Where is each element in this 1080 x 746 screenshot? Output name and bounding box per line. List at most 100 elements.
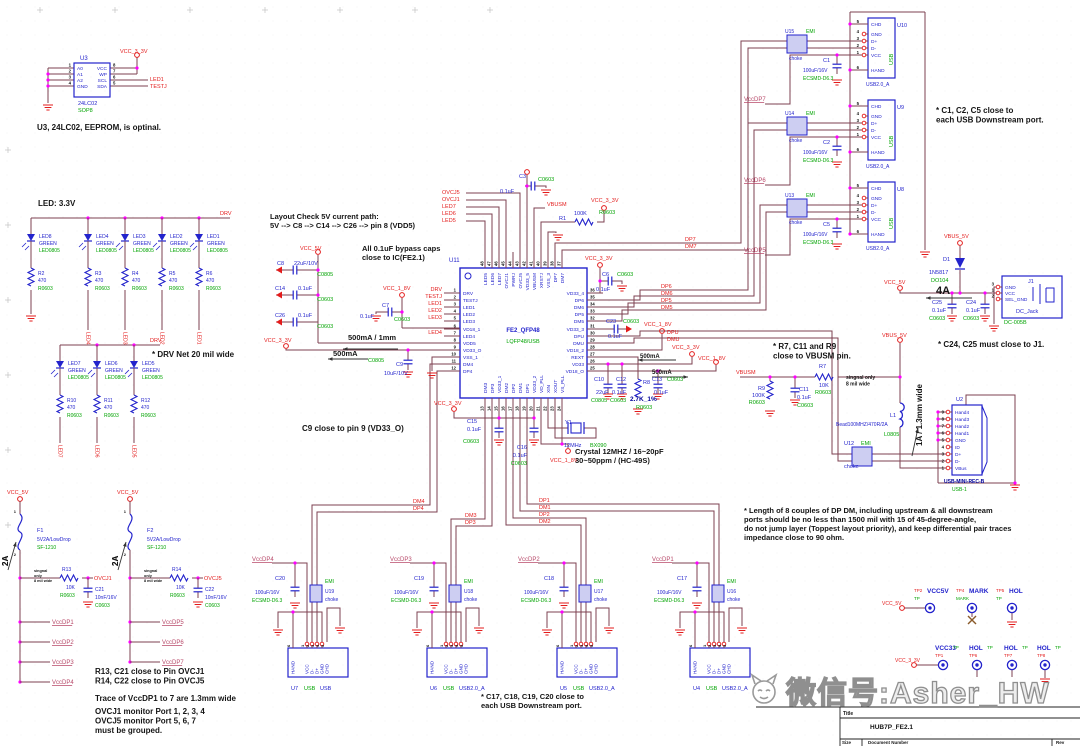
net-label: LED5 xyxy=(442,218,456,224)
footprint-label: C0603 xyxy=(610,398,626,404)
resistor-symbol xyxy=(574,217,594,227)
choke-type: EMI xyxy=(464,579,473,585)
part-label: 10uF/10V xyxy=(384,371,408,377)
pin-number: 32 xyxy=(590,316,595,321)
pin-number: 2 xyxy=(14,552,17,557)
pin-number: 6 xyxy=(555,644,560,647)
net-label: VCC_5V xyxy=(882,601,902,607)
pin-number: 6 xyxy=(688,644,693,647)
note-text: U3, 24LC02, EEPROM, is optinal. xyxy=(37,123,161,132)
testpoint-footprint: MARK xyxy=(956,596,969,601)
pin-name: VD_PLL xyxy=(539,375,545,393)
pin-number: 6 xyxy=(425,644,430,647)
pin-number: 4 xyxy=(315,644,320,647)
wire xyxy=(679,611,725,642)
part-label: 0.1uF xyxy=(654,390,669,396)
part-label: C11 xyxy=(799,387,809,393)
pin-name: D+ xyxy=(871,203,877,209)
pin-circle xyxy=(861,134,867,140)
pin-circle xyxy=(945,465,951,471)
res-refdes: R3 xyxy=(95,271,102,277)
junction-dot xyxy=(958,291,962,295)
wire xyxy=(618,280,623,284)
wire xyxy=(533,207,545,252)
arrow-head xyxy=(638,358,643,362)
part-label: C7 xyxy=(382,303,389,309)
pin-number: 1 xyxy=(857,214,860,219)
wire xyxy=(538,562,577,642)
pin-number: 6 xyxy=(857,229,860,234)
footprint-label: R0603 xyxy=(599,210,615,216)
choke-type: EMI xyxy=(727,579,736,585)
pin-number: 1 xyxy=(454,288,457,293)
testpoint-refdes: TP1 xyxy=(935,653,944,658)
pin-name: VSS_1 xyxy=(463,355,478,361)
choke-symbol xyxy=(309,584,323,603)
cap-footprint: ECSMD-D6.3 xyxy=(654,598,685,604)
pin-name: LED1 xyxy=(463,305,475,311)
choke-refdes: U16 xyxy=(727,589,736,595)
net-label: LED1 xyxy=(196,332,202,345)
footprint-label: R0603 xyxy=(815,390,831,396)
net-label: LED5 xyxy=(131,445,137,458)
footprint-label: EMI xyxy=(861,441,871,447)
note-text: 500mA xyxy=(333,349,358,358)
junction-dot xyxy=(525,184,529,188)
arrow-head xyxy=(123,542,127,547)
wire xyxy=(562,443,569,448)
cap-refdes: C20 xyxy=(275,576,285,582)
note-text: 2A xyxy=(1,556,10,566)
net-label: DPU xyxy=(667,330,679,336)
wire xyxy=(728,607,743,642)
part-label: 2.7K_1% xyxy=(630,396,657,403)
part-label: C25 xyxy=(932,300,942,306)
junction-dot xyxy=(848,150,852,154)
testpoint-name: HOL xyxy=(1037,645,1051,652)
wire xyxy=(540,414,562,445)
note-text: 8 mil wide xyxy=(846,382,870,388)
wire xyxy=(512,414,587,642)
connector-detail xyxy=(1045,287,1055,303)
fuse-symbol xyxy=(127,513,133,551)
cap-refdes: C22 xyxy=(205,587,214,593)
testpoint-symbol xyxy=(975,663,979,667)
pin-circle xyxy=(578,641,584,647)
pin-name: DP5 xyxy=(575,312,585,318)
net-label: DRV xyxy=(430,287,442,293)
choke-refdes: U14 xyxy=(785,111,794,117)
part-label: 0.1uF xyxy=(360,314,375,320)
led-arrow xyxy=(124,369,130,375)
wire xyxy=(466,213,493,252)
testpoint-name: VCC33 xyxy=(935,645,956,652)
part-label: C3 xyxy=(519,174,526,180)
power-symbol xyxy=(283,343,289,349)
pin-name: VCC xyxy=(444,664,449,674)
pin-name: DP4 xyxy=(463,369,473,375)
pin-name: ID xyxy=(955,445,960,451)
pin-circle xyxy=(304,641,310,647)
junction-dot xyxy=(835,53,839,57)
wire xyxy=(519,414,715,642)
pin-circle xyxy=(583,641,589,647)
pin-number: 33 xyxy=(590,309,595,314)
pin-number: 4 xyxy=(857,111,860,116)
power-symbol xyxy=(127,496,133,502)
resistor-symbol xyxy=(814,372,834,382)
power-symbol xyxy=(957,240,963,246)
usb-port-body xyxy=(556,647,618,678)
pin-number: 6 xyxy=(113,75,116,80)
pin-number: 6 xyxy=(857,65,860,70)
junction-dot xyxy=(532,416,536,420)
usb-port-type: USB xyxy=(889,53,895,65)
pin-number: 3 xyxy=(579,644,584,647)
net-label: VCC_3_3V xyxy=(585,256,613,262)
res-refdes: R5 xyxy=(169,271,176,277)
pin-number: 3 xyxy=(454,302,457,307)
pin-number: 2 xyxy=(454,295,457,300)
led-arrow xyxy=(53,372,59,378)
junction-dot xyxy=(560,610,564,614)
pin-name: WP xyxy=(99,72,107,78)
pin-name: VBUSM xyxy=(532,273,538,290)
pin-number: 1 xyxy=(702,644,707,647)
junction-dot xyxy=(898,375,902,379)
